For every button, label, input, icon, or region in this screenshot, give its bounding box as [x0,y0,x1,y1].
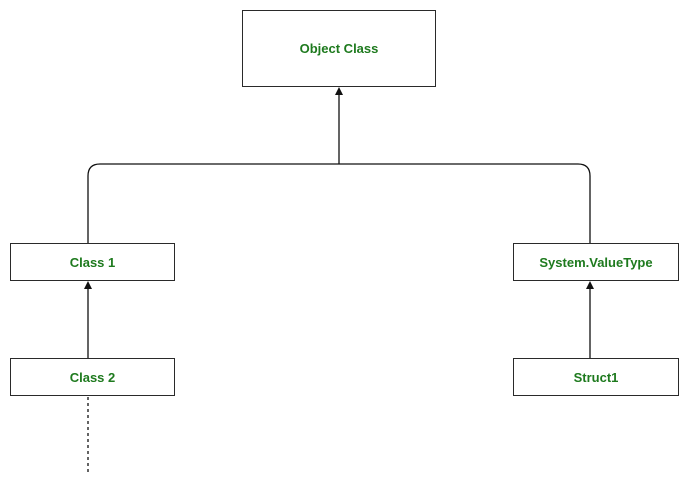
object-class-node: Object Class [242,10,436,87]
class2-node: Class 2 [10,358,175,396]
arrowhead-class1 [84,281,92,289]
value-type-label: System.ValueType [539,254,653,270]
branch-connector [87,163,591,243]
struct1-node: Struct1 [513,358,679,396]
class2-label: Class 2 [69,369,116,385]
arrowhead-object-class [335,87,343,95]
object-class-label: Object Class [299,41,379,56]
struct1-label: Struct1 [573,369,619,385]
arrowhead-valuetype [586,281,594,289]
class1-label: Class 1 [69,254,116,270]
class1-node: Class 1 [10,243,175,281]
value-type-node: System.ValueType [513,243,679,281]
